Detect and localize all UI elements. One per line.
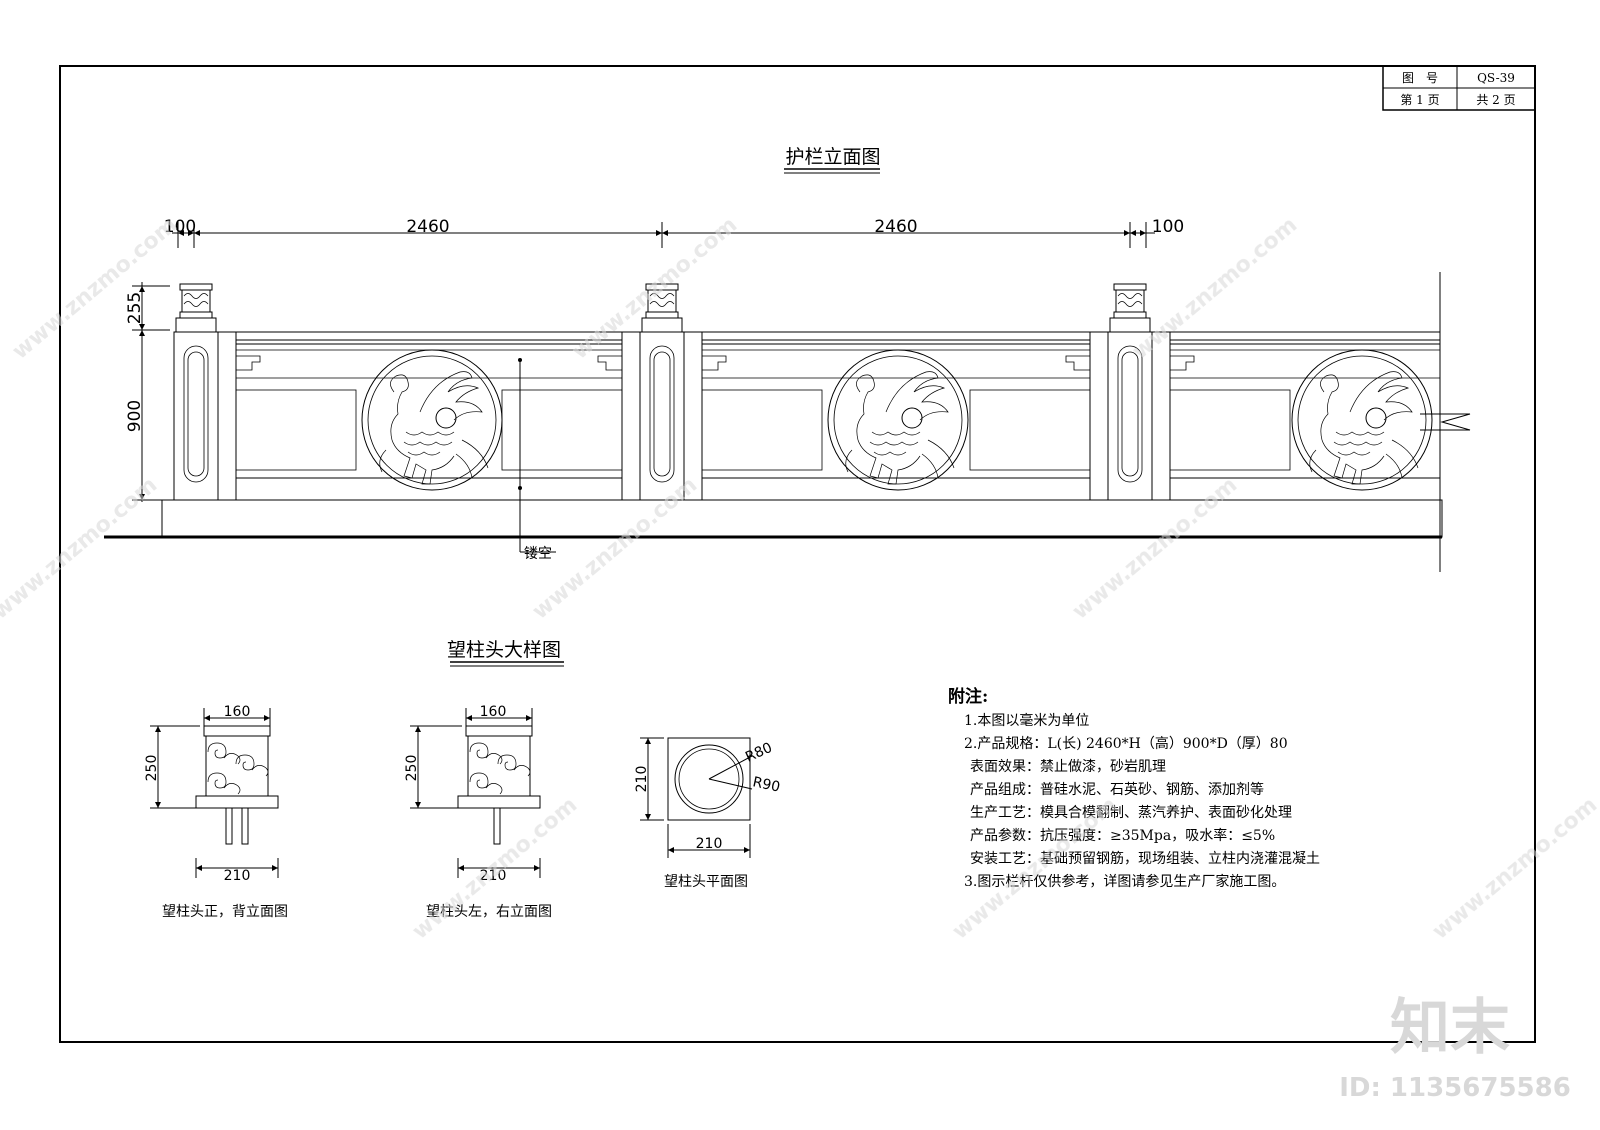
front-height: 250 <box>144 755 160 782</box>
title-block: 图 号 QS-39 第 1 页 共 2 页 <box>1382 65 1536 111</box>
plan-height: 210 <box>634 766 650 793</box>
note-line-1: 1.本图以毫米为单位 <box>964 712 1089 729</box>
sheet-border <box>59 65 1536 1043</box>
plan-caption: 望柱头平面图 <box>664 874 748 890</box>
cap-side-view: 160 250 210 望柱头左，右立面图 <box>404 704 552 920</box>
dim-span-1: 2460 <box>406 217 449 237</box>
plan-radius-1: R80 <box>743 740 775 766</box>
watermark-logo: 知末 <box>1390 993 1510 1063</box>
note-line-2: 2.产品规格：L(长) 2460*H（高）900*D（厚）80 <box>964 735 1288 752</box>
watermark-site-1: www.znzmo.com <box>8 213 182 365</box>
plan-width: 210 <box>696 836 723 852</box>
dim-cap-height: 255 <box>125 292 145 324</box>
rail-panel-3 <box>1152 331 1471 501</box>
watermark-site-4: www.znzmo.com <box>0 473 162 625</box>
post-left <box>173 283 219 501</box>
dim-end-right: 100 <box>1152 217 1184 237</box>
title-block-page: 第 1 页 <box>1400 93 1439 107</box>
top-dimension: 100 2460 2460 100 <box>164 217 1184 248</box>
detail-title: 望柱头大样图 <box>447 639 561 661</box>
dim-rail-height: 900 <box>125 400 145 432</box>
watermark-site-7: www.znzmo.com <box>408 793 582 945</box>
side-width-bottom: 210 <box>480 868 507 884</box>
side-width-top: 160 <box>480 704 507 720</box>
watermark-layer: www.znzmo.com www.znzmo.com www.znzmo.co… <box>0 213 1600 945</box>
notes-block: 附注: 1.本图以毫米为单位 2.产品规格：L(长) 2460*H（高）900*… <box>948 686 1320 890</box>
note-line-5: 生产工艺：模具合模翻制、蒸汽养护、表面砂化处理 <box>970 805 1292 821</box>
callout-openwork: 镂空 <box>524 546 552 562</box>
note-line-4: 产品组成：普硅水泥、石英砂、钢筋、添加剂等 <box>970 781 1264 798</box>
watermark-site-6: www.znzmo.com <box>1068 473 1242 625</box>
post-middle <box>639 283 685 501</box>
watermark-site-2: www.znzmo.com <box>568 213 742 365</box>
plan-radius-2: R90 <box>751 774 781 795</box>
watermark-id: ID: 1135675586 <box>1339 1073 1571 1103</box>
post-right <box>1107 283 1153 501</box>
cap-front-view: 160 250 210 望柱头正，背立面图 <box>144 704 288 920</box>
watermark-site-9: www.znzmo.com <box>1428 793 1600 945</box>
title-block-total: 共 2 页 <box>1476 93 1515 107</box>
rail-panel-1 <box>217 331 641 501</box>
front-width-bottom: 210 <box>224 868 251 884</box>
dim-span-2: 2460 <box>874 217 917 237</box>
rail-panel-2 <box>683 331 1109 501</box>
note-line-3: 表面效果：禁止做漆，砂岩肌理 <box>970 759 1166 775</box>
front-width-top: 160 <box>224 704 251 720</box>
brand-watermark: 知末 ID: 1135675586 <box>1339 993 1571 1103</box>
note-line-8: 3.图示栏杆仅供参考，详图请参见生产厂家施工图。 <box>964 873 1285 890</box>
elevation-title: 护栏立面图 <box>785 146 880 168</box>
openwork-callout: 镂空 <box>518 358 556 562</box>
side-height: 250 <box>404 755 420 782</box>
detail-drawing: 望柱头大样图 160 250 210 望柱头正，背立面图 <box>144 639 781 920</box>
left-dimension: 255 900 <box>125 282 170 502</box>
front-caption: 望柱头正，背立面图 <box>162 904 288 920</box>
note-line-7: 安装工艺：基础预留钢筋，现场组装、立柱内浇灌混凝土 <box>970 850 1320 867</box>
railing-base <box>161 499 1443 538</box>
watermark-site-5: www.znzmo.com <box>528 473 702 625</box>
note-line-6: 产品参数：抗压强度：≥35Mpa，吸水率：≤5% <box>970 827 1275 844</box>
elevation-drawing: 护栏立面图 100 2460 2460 100 255 900 <box>104 146 1471 572</box>
title-block-drawing-no: QS-39 <box>1477 71 1515 85</box>
side-caption: 望柱头左，右立面图 <box>426 904 552 920</box>
cap-plan-view: R80 R90 210 210 望柱头平面图 <box>634 737 781 890</box>
notes-title: 附注: <box>948 686 988 707</box>
dim-end-left: 100 <box>164 217 196 237</box>
title-block-label-no: 图 号 <box>1402 71 1438 85</box>
